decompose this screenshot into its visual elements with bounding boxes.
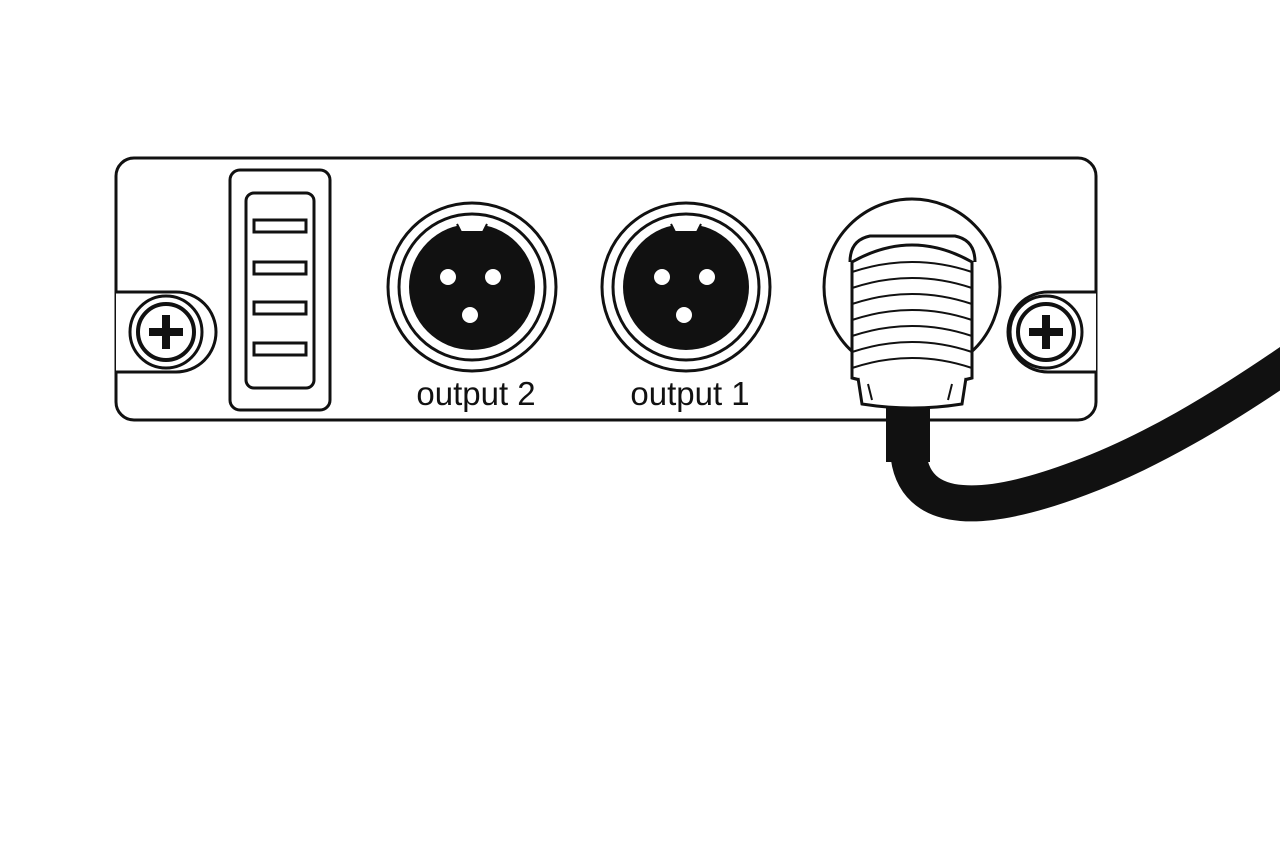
vent-grille [228, 168, 332, 412]
vent-slot [252, 300, 308, 316]
xlr-pin [485, 269, 501, 285]
vent-slot [252, 218, 308, 234]
power-cable [886, 347, 1280, 522]
xlr-pin [654, 269, 670, 285]
xlr-pin [676, 307, 692, 323]
xlr-pin [462, 307, 478, 323]
vent-slot [252, 260, 308, 276]
vent-slot [252, 341, 308, 357]
phillips-screw-icon [128, 294, 204, 370]
output-2-xlr-connector[interactable] [386, 201, 558, 373]
phillips-screw-icon [1008, 294, 1084, 370]
xlr-pin [699, 269, 715, 285]
output-1-xlr-connector[interactable] [600, 201, 772, 373]
power-connector[interactable] [822, 197, 1002, 410]
output-2-label: output 2 [416, 375, 535, 412]
output-1-label: output 1 [630, 375, 749, 412]
xlr-pin [440, 269, 456, 285]
